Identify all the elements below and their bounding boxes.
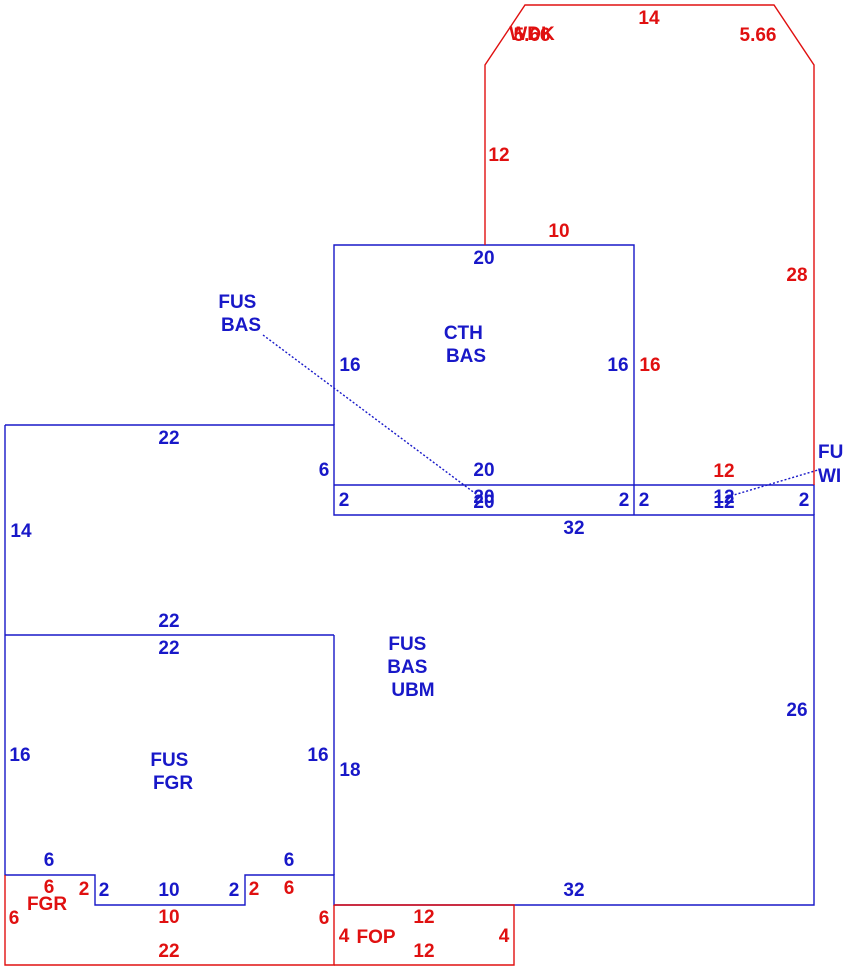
dim-label: 20 (473, 460, 494, 481)
callout-wd-line2: WI (818, 466, 841, 487)
dim-label: 5.66 (740, 25, 777, 46)
deck-outline (484, 4, 815, 485)
dim-label: 10 (158, 907, 179, 928)
main-label-line2: BAS (387, 657, 427, 678)
dim-label: 16 (339, 355, 360, 376)
dim-label: 22 (158, 428, 179, 449)
cth-room-outline (333, 244, 635, 515)
callout-wd-line1: FU (818, 442, 843, 463)
callout-line2: BAS (221, 315, 261, 336)
dim-label: 6 (9, 908, 20, 929)
cth-bas-label: CTH BAS (444, 323, 488, 367)
dim-label: 12 (413, 941, 434, 962)
blue-outlines (4, 244, 819, 906)
dim-label: 18 (339, 760, 360, 781)
dim-label: 16 (639, 355, 660, 376)
red-outlines (4, 4, 815, 966)
dim-label: 6 (319, 460, 330, 481)
dim-label: 26 (786, 700, 807, 721)
dim-label: 16 (307, 745, 328, 766)
dim-label: 6 (319, 908, 330, 929)
fop-label: FOP (356, 927, 395, 948)
fus-bas-leader-line (262, 334, 481, 498)
dim-label: 32 (563, 880, 584, 901)
front-porch-outline (334, 904, 515, 966)
dim-label: 16 (9, 745, 30, 766)
dim-label: 28 (786, 265, 807, 286)
dim-label: 20 (473, 492, 494, 513)
dim-label: 12 (413, 907, 434, 928)
red-dimensions-2: 4 (339, 926, 350, 947)
cth-label-line2: BAS (446, 346, 486, 367)
cth-label-line1: CTH (444, 323, 483, 344)
dim-label: 6 (44, 877, 55, 898)
red-dimensions: 14 5.66 5.66 12 10 28 16 12 6 2 2 6 6 10… (9, 8, 808, 962)
dim-label: 6 (284, 878, 295, 899)
dim-label: 2 (229, 880, 240, 901)
dim-label: 4 (339, 926, 350, 947)
dim-label: 32 (563, 518, 584, 539)
dim-label: 2 (249, 879, 260, 900)
dim-label: 20 (473, 487, 494, 508)
fus-fgr-label: FUS FGR (150, 750, 193, 794)
red-area-labels: FGR FOP WDK (27, 24, 555, 948)
dim-label: 2 (99, 880, 110, 901)
dim-label: 22 (158, 611, 179, 632)
main-label-line3: UBM (391, 680, 434, 701)
dim-label: 12 (713, 461, 734, 482)
dim-label: 12 (488, 145, 509, 166)
dim-label: 14 (638, 8, 660, 29)
dim-label: 22 (158, 941, 179, 962)
dim-label: 20 (473, 248, 494, 269)
dim-label: 10 (158, 880, 179, 901)
dim-label: 6 (44, 850, 55, 871)
dim-label: 12 (713, 492, 734, 513)
dim-label: 2 (79, 879, 90, 900)
main-label-line1: FUS (388, 634, 426, 655)
fgr-area-line2: FGR (153, 773, 193, 794)
fus-bas-callout-label: FUS BAS (218, 292, 261, 336)
dim-label: 12 (713, 487, 734, 508)
dim-label: 16 (607, 355, 628, 376)
front-garage-outline (4, 875, 335, 966)
dim-label: 4 (499, 926, 510, 947)
dim-label: 10 (548, 221, 569, 242)
dim-label: 6 (284, 850, 295, 871)
fgr-area-line1: FUS (150, 750, 188, 771)
fus-wd-callout-label: FU WI (818, 442, 844, 487)
wdk-label: WDK (509, 24, 555, 45)
callout-line1: FUS (218, 292, 256, 313)
dim-label: 14 (10, 521, 32, 542)
dim-label: 2 (799, 490, 810, 511)
dim-label: 2 (619, 490, 630, 511)
area-labels: CTH BAS FUS BAS UBM FUS FGR FUS BAS FU W… (150, 292, 844, 794)
blue-dimensions: 20 16 16 22 6 20 2 20 20 2 2 12 12 2 32 … (9, 248, 809, 901)
fus-bas-ubm-label: FUS BAS UBM (387, 634, 434, 701)
dim-label: 2 (639, 490, 650, 511)
dim-label: 2 (339, 490, 350, 511)
dim-label: 5.66 (514, 25, 551, 46)
dim-label: 22 (158, 638, 179, 659)
fgr-label: FGR (27, 894, 67, 915)
